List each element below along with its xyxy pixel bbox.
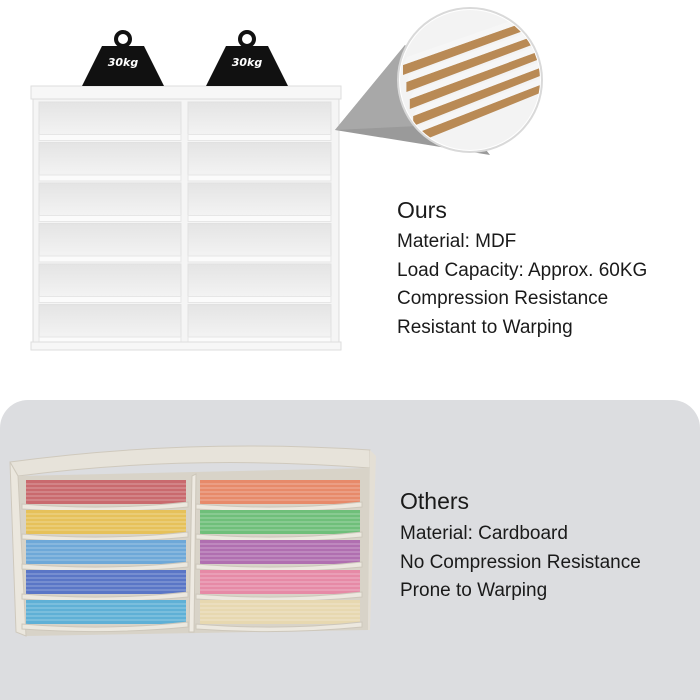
ours-spec-list: Material: MDF Load Capacity: Approx. 60K… (397, 228, 647, 342)
cardboard-organizer-image (9, 445, 376, 637)
weight-icon-right: 30kg (202, 30, 292, 88)
paper-stack (21, 570, 189, 603)
cabinet-slot (38, 182, 182, 222)
cabinet-slot (187, 304, 332, 344)
spec-compression: Compression Resistance (397, 288, 609, 309)
cabinet-slot (187, 182, 332, 222)
cabinet-slot (38, 223, 182, 263)
paper-stack (21, 600, 189, 633)
weight-label: 30kg (231, 56, 263, 69)
paper-stack (195, 600, 363, 633)
others-title: Others (400, 488, 470, 514)
cabinet-slot (187, 263, 332, 303)
others-spec-list: Material: Cardboard No Compression Resis… (400, 520, 641, 606)
paper-stack (195, 570, 363, 603)
cabinet-slot (38, 101, 182, 141)
mdf-closeup-image (397, 7, 543, 153)
cabinet-slot (187, 142, 332, 182)
cabinet-slot (187, 223, 332, 263)
paper-stack (21, 540, 189, 573)
mdf-board (403, 10, 540, 75)
mdf-board (406, 26, 540, 92)
mdf-board (409, 43, 540, 109)
paper-stack (195, 510, 363, 543)
mdf-board (416, 77, 540, 143)
paper-stack (21, 480, 189, 513)
paper-stack (195, 480, 363, 513)
cabinet-slot (38, 263, 182, 303)
spec-material: Material: Cardboard (400, 523, 568, 544)
mdf-board (413, 60, 540, 126)
spec-load-capacity: Load Capacity: Approx. 60KG (397, 259, 648, 281)
spec-warping: Prone to Warping (400, 580, 548, 601)
ours-title: Ours (397, 197, 447, 223)
spec-compression: No Compression Resistance (400, 551, 641, 573)
paper-stack (21, 510, 189, 543)
cabinet-slot (38, 304, 182, 344)
paper-stack (195, 540, 363, 573)
cabinet-slot (38, 142, 182, 182)
cabinet-slot (187, 101, 332, 141)
spec-warping: Resistant to Warping (397, 316, 573, 338)
mdf-organizer-image (30, 85, 342, 351)
weight-icon-left: 30kg (78, 30, 168, 88)
others-section: Others Material: Cardboard No Compressio… (0, 400, 700, 700)
weight-label: 30kg (107, 56, 139, 69)
spec-material: Material: MDF (397, 231, 517, 252)
